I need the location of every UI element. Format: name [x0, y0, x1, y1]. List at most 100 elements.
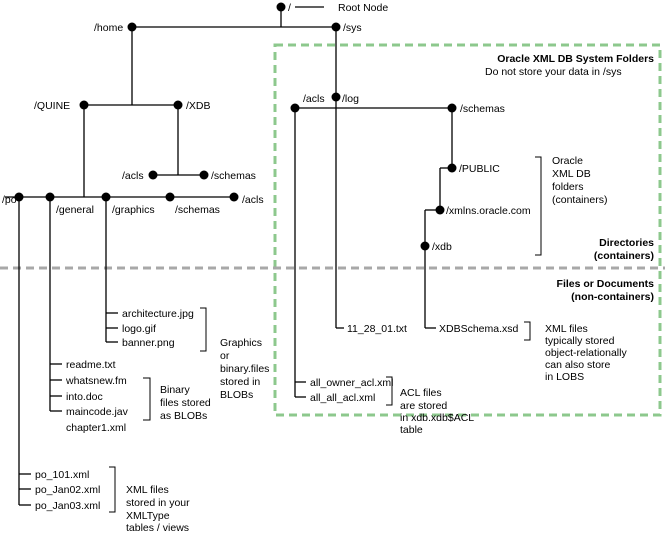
file-item: po_101.xml	[35, 469, 89, 481]
xdb-schema-file: XDBSchema.xsd	[439, 323, 519, 335]
label-po: /po	[2, 194, 17, 206]
tree-lines	[5, 6, 453, 506]
svg-text:in LOBS: in LOBS	[545, 371, 584, 383]
svg-text:object-relationally: object-relationally	[545, 347, 627, 359]
node-sys	[331, 22, 341, 32]
node-schemas-quine	[165, 192, 175, 202]
binary-note: Binary files stored as BLOBs	[160, 384, 211, 422]
acl-bracket	[386, 376, 393, 406]
node-log-sys	[331, 92, 341, 102]
svg-text:stored in your: stored in your	[126, 497, 190, 509]
label-acls-quine: /acls	[242, 194, 264, 206]
oracle-folders-bracket	[535, 156, 542, 256]
node-labels: / Root Node /home /sys /QUINE /XDB /acls…	[2, 2, 531, 253]
node-root	[276, 2, 286, 12]
file-item: all_all_acl.xml	[310, 392, 375, 404]
node-schemas-sys	[447, 103, 457, 113]
node-general	[45, 192, 55, 202]
node-graphics	[101, 192, 111, 202]
graphics-note: Graphics or binary.files stored in BLOBs	[220, 337, 269, 401]
node-schemas-xdb	[199, 170, 209, 180]
general-files: readme.txt whatsnew.fm into.doc maincode…	[65, 359, 129, 434]
label-schemas-sys: /schemas	[460, 103, 505, 115]
graphics-files: architecture.jpg logo.gif banner.png	[122, 308, 194, 349]
file-item: whatsnew.fm	[65, 375, 127, 387]
file-item: banner.png	[122, 337, 175, 349]
label-schemas-quine: /schemas	[175, 204, 220, 216]
svg-text:XML files: XML files	[545, 323, 588, 335]
file-item: maincode.jav	[66, 406, 129, 418]
po-bracket	[109, 466, 116, 513]
file-item: po_Jan03.xml	[35, 500, 100, 512]
tree-nodes	[14, 2, 457, 251]
file-item: po_Jan02.xml	[35, 484, 100, 496]
label-acls-xdb: /acls	[122, 170, 144, 182]
svg-text:stored in: stored in	[220, 376, 260, 388]
xml-schema-note: XML files typically stored object-relati…	[545, 323, 627, 383]
svg-text:are stored: are stored	[400, 400, 447, 412]
directories-subheading: (containers)	[594, 250, 654, 262]
svg-text:typically stored: typically stored	[545, 335, 615, 347]
label-home: /home	[94, 22, 123, 34]
label-quine: /QUINE	[34, 100, 70, 112]
label-xdb: /XDB	[186, 100, 211, 112]
acl-note: ACL files are stored in xdb.xdb$ACL tabl…	[400, 387, 474, 436]
label-graphics: /graphics	[112, 204, 155, 216]
node-public	[447, 163, 457, 173]
svg-text:can also store: can also store	[545, 359, 611, 371]
label-root: /	[288, 2, 291, 14]
node-quine	[79, 100, 89, 110]
files-heading: Files or Documents	[557, 278, 655, 290]
file-item: all_owner_acl.xml	[310, 377, 393, 389]
svg-text:XMLType: XMLType	[126, 510, 170, 522]
file-item: chapter1.xml	[66, 422, 126, 434]
graphics-bracket	[200, 307, 207, 352]
system-box-subtitle: Do not store your data in /sys	[485, 66, 622, 78]
svg-text:binary.files: binary.files	[220, 363, 269, 375]
svg-text:files stored: files stored	[160, 397, 211, 409]
general-bracket	[143, 377, 151, 421]
label-xdb-sys: /xdb	[432, 241, 452, 253]
oracle-folders-note: Oracle XML DB folders (containers)	[552, 155, 607, 206]
label-root-note: Root Node	[338, 2, 388, 14]
node-home	[127, 22, 137, 32]
label-acls-sys: /acls	[303, 93, 325, 105]
svg-text:XML files: XML files	[126, 484, 169, 496]
node-po	[14, 192, 24, 202]
node-xdb-sys	[420, 241, 430, 251]
node-acls-quine	[229, 192, 239, 202]
label-general: /general	[56, 204, 94, 216]
label-sys: /sys	[343, 22, 362, 34]
node-acls-sys	[290, 103, 300, 113]
node-acls-xdb	[148, 170, 158, 180]
svg-text:Oracle: Oracle	[552, 155, 583, 167]
log-file: 11_28_01.txt	[347, 323, 407, 335]
svg-text:as BLOBs: as BLOBs	[160, 410, 207, 422]
svg-text:folders: folders	[552, 181, 584, 193]
file-item: architecture.jpg	[122, 308, 194, 320]
label-xmlns: /xmlns.oracle.com	[446, 205, 531, 217]
svg-text:or: or	[220, 350, 230, 362]
directories-heading: Directories	[599, 237, 654, 249]
svg-text:Graphics: Graphics	[220, 337, 262, 349]
svg-text:XML DB: XML DB	[552, 168, 591, 180]
file-item: into.doc	[66, 391, 103, 403]
label-schemas-xdb: /schemas	[211, 170, 256, 182]
svg-text:Binary: Binary	[160, 384, 191, 396]
xml-po-note: XML files stored in your XMLType tables …	[126, 484, 190, 533]
node-xdb	[173, 100, 183, 110]
files-subheading: (non-containers)	[571, 291, 654, 303]
svg-text:BLOBs: BLOBs	[220, 389, 253, 401]
node-xmlns	[435, 205, 445, 215]
po-files: po_101.xml po_Jan02.xml po_Jan03.xml	[35, 469, 100, 512]
svg-text:ACL files: ACL files	[400, 387, 442, 399]
file-item: logo.gif	[122, 323, 156, 335]
svg-text:in xdb.xdb$ACL: in xdb.xdb$ACL	[400, 412, 474, 424]
svg-text:table: table	[400, 424, 423, 436]
system-box-title: Oracle XML DB System Folders	[497, 53, 654, 65]
xdb-bracket	[524, 321, 531, 341]
svg-text:tables / views: tables / views	[126, 522, 189, 533]
acl-files: all_owner_acl.xml all_all_acl.xml	[310, 377, 393, 404]
label-log-sys: /log	[342, 93, 359, 105]
